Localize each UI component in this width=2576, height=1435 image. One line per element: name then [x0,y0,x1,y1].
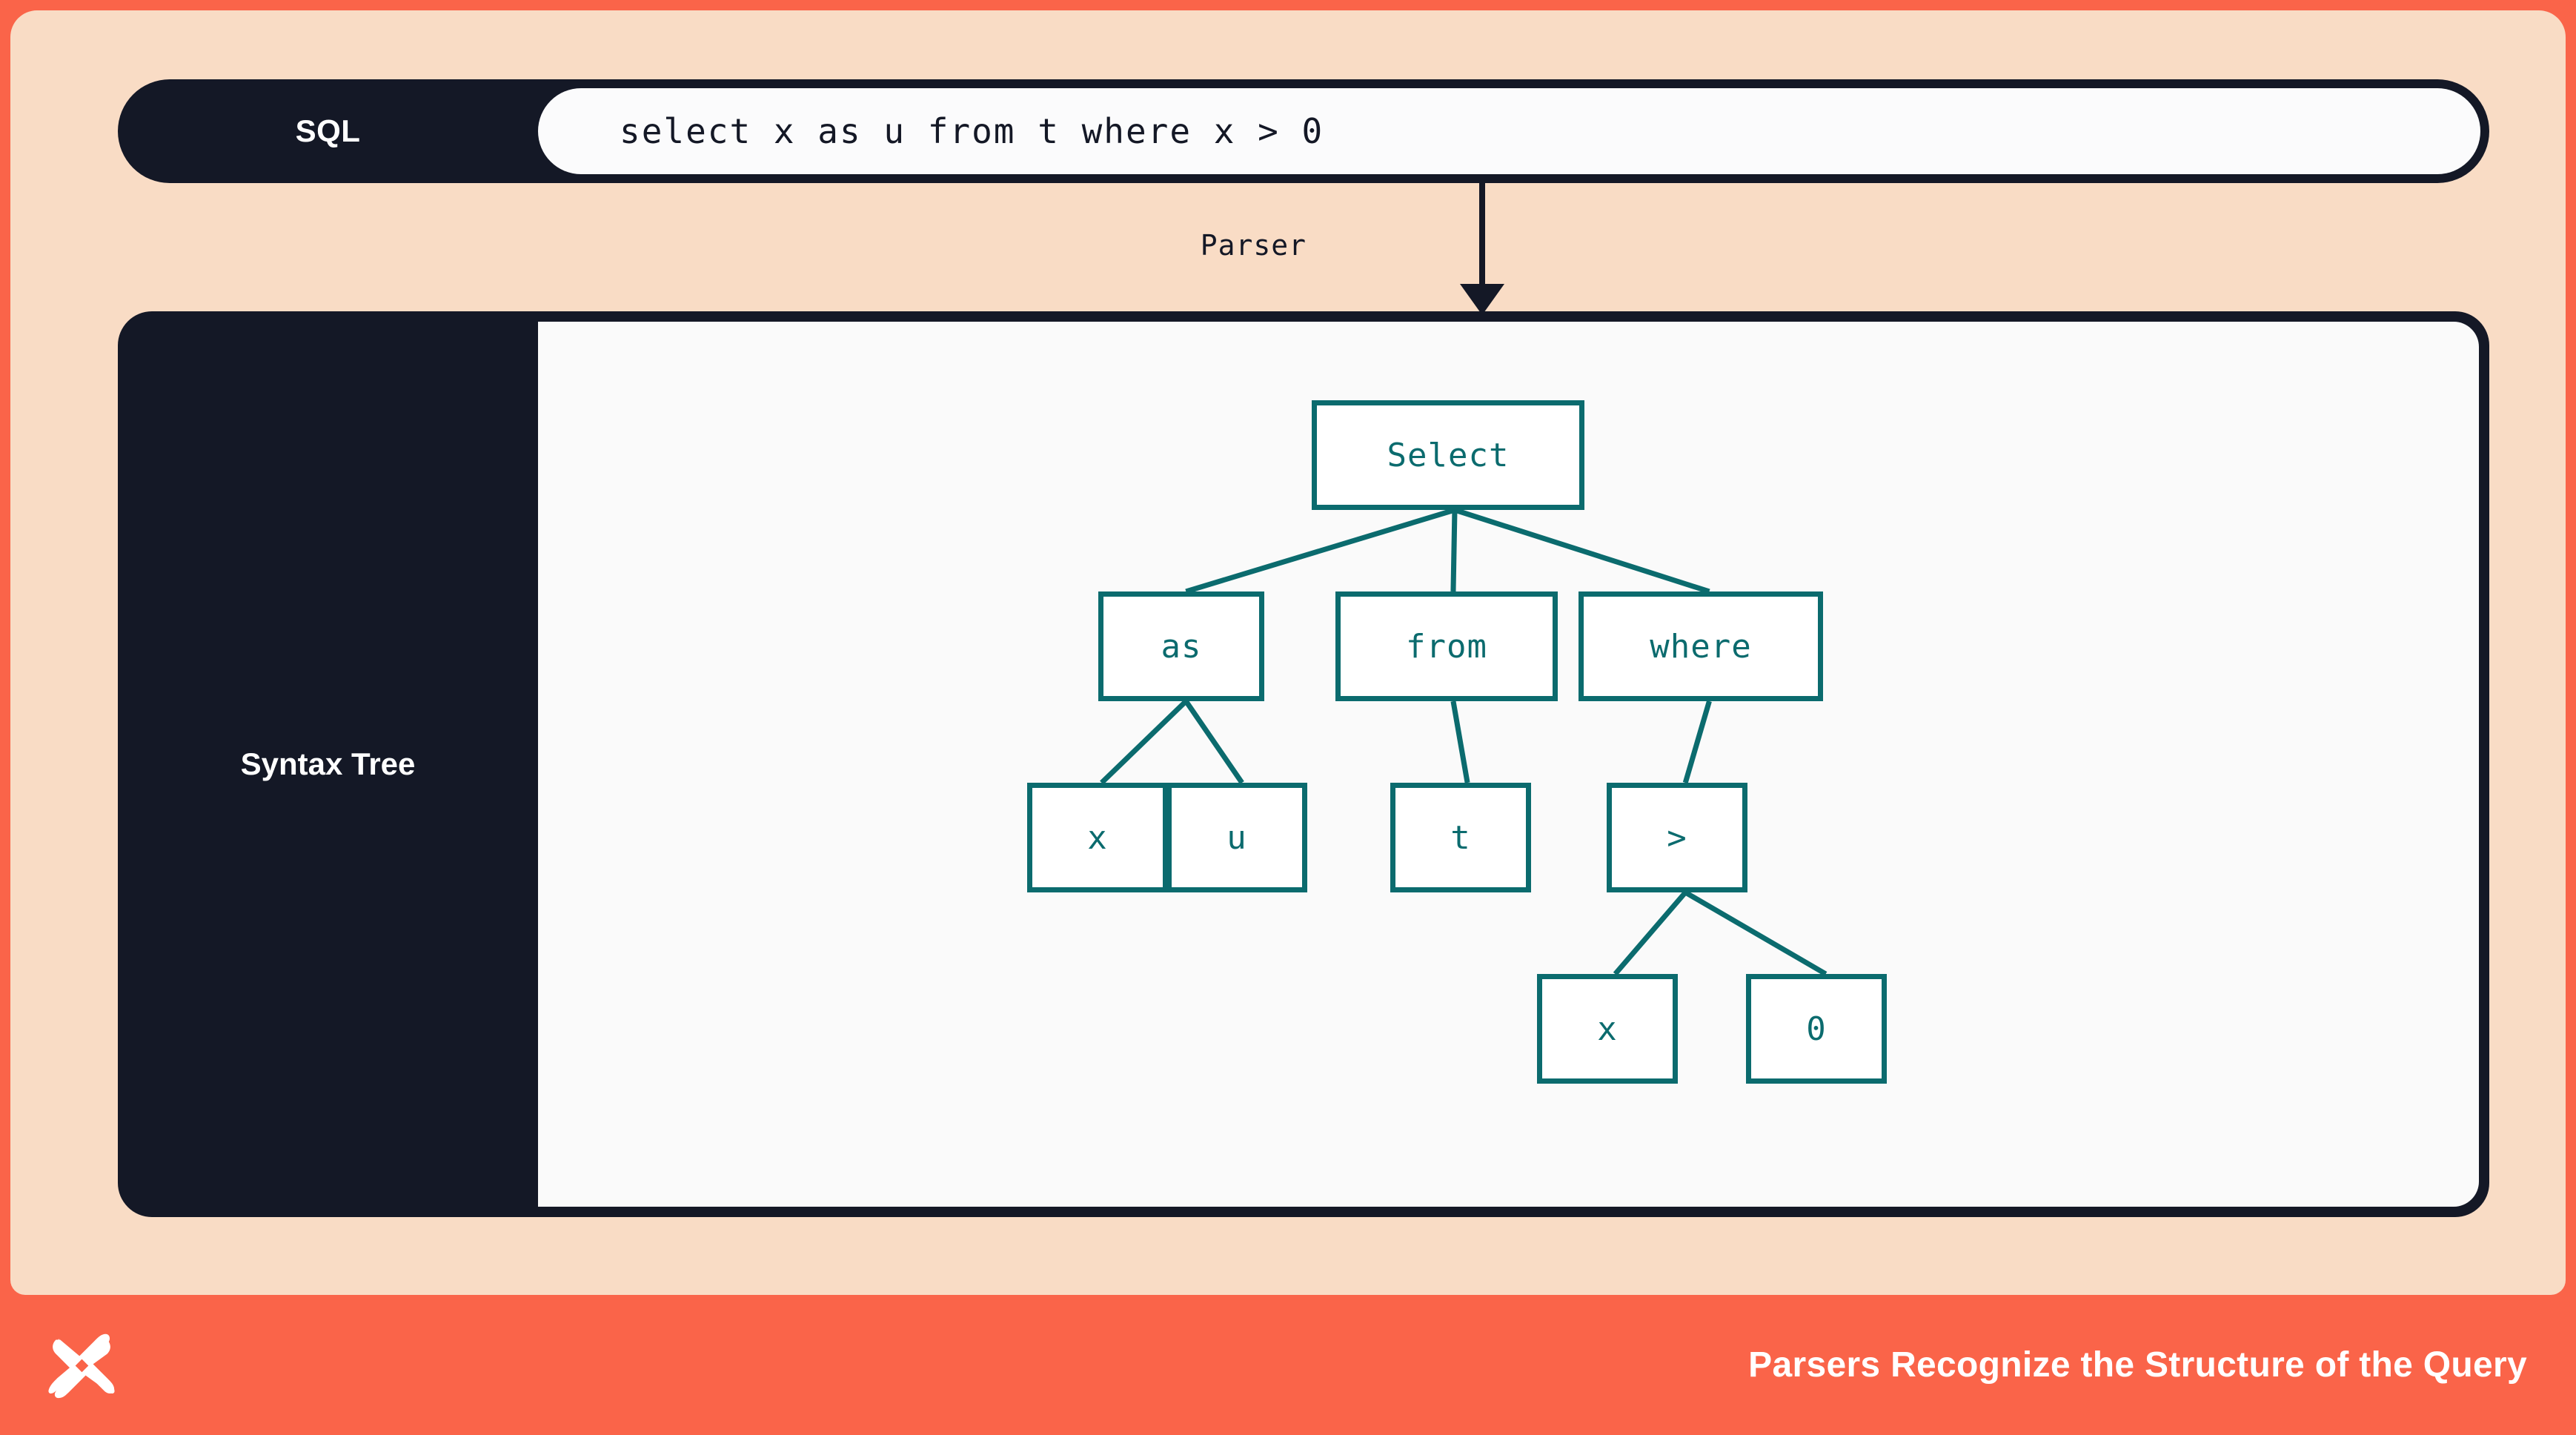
tree-node-as_u[interactable]: u [1166,783,1307,892]
tree-node-as[interactable]: as [1098,591,1264,701]
arrow-shaft [1479,183,1485,291]
tree-node-label: t [1450,818,1471,857]
syntax-tree-label: Syntax Tree [240,746,416,781]
tree-node-gt_0[interactable]: 0 [1746,974,1887,1084]
footer-bar: Parsers Recognize the Structure of the Q… [0,1295,2576,1435]
tree-edge-as-to-as_x [1100,699,1188,785]
tree-node-label: 0 [1806,1010,1827,1048]
butterfly-x-logo-icon [48,1333,115,1398]
sql-bar: SQL select x as u from t where x > 0 [118,79,2489,183]
sql-query-input[interactable]: select x as u from t where x > 0 [538,88,2480,174]
tree-node-label: where [1650,627,1752,666]
tree-edge-select-to-as [1185,507,1456,594]
tree-node-label: as [1161,627,1202,666]
sql-bar-label: SQL [295,113,361,148]
tree-edge-gt-to-gt_x [1613,890,1687,976]
tree-node-gt[interactable]: > [1607,783,1747,892]
tree-edges [1100,507,1828,977]
sql-query-text: select x as u from t where x > 0 [620,111,1324,151]
tree-node-label: x [1597,1010,1618,1048]
tree-edge-select-to-from [1450,509,1458,592]
tree-node-where[interactable]: where [1579,591,1823,701]
tree-node-label: x [1087,818,1108,857]
syntax-tree-panel: Syntax Tree Select as from where x u t > x 0 [118,311,2489,1217]
tree-node-from_t[interactable]: t [1390,783,1531,892]
tree-edge-select-to-where [1453,507,1710,594]
down-arrow-icon [1418,183,1504,315]
tree-edge-as-to-as_u [1184,700,1244,784]
syntax-tree-diagram: Select as from where x u t > x 0 [538,322,2479,1207]
tree-node-as_x[interactable]: x [1027,783,1168,892]
tree-node-gt_x[interactable]: x [1537,974,1678,1084]
arrow-head [1460,284,1504,315]
tree-node-label: > [1667,818,1687,857]
tree-edge-from-to-from_t [1450,700,1470,783]
tree-node-label: Select [1387,436,1510,474]
tree-node-label: from [1406,627,1487,666]
parser-label: Parser [1200,229,1307,262]
tree-node-label: u [1226,818,1247,857]
tree-edge-where-to-gt [1682,700,1712,783]
tree-edge-gt-to-gt_0 [1684,889,1828,977]
content-card: SQL select x as u from t where x > 0 Par… [10,10,2566,1295]
footer-caption: Parsers Recognize the Structure of the Q… [1748,1345,2527,1385]
tree-node-from[interactable]: from [1335,591,1558,701]
tree-node-select[interactable]: Select [1312,400,1584,510]
